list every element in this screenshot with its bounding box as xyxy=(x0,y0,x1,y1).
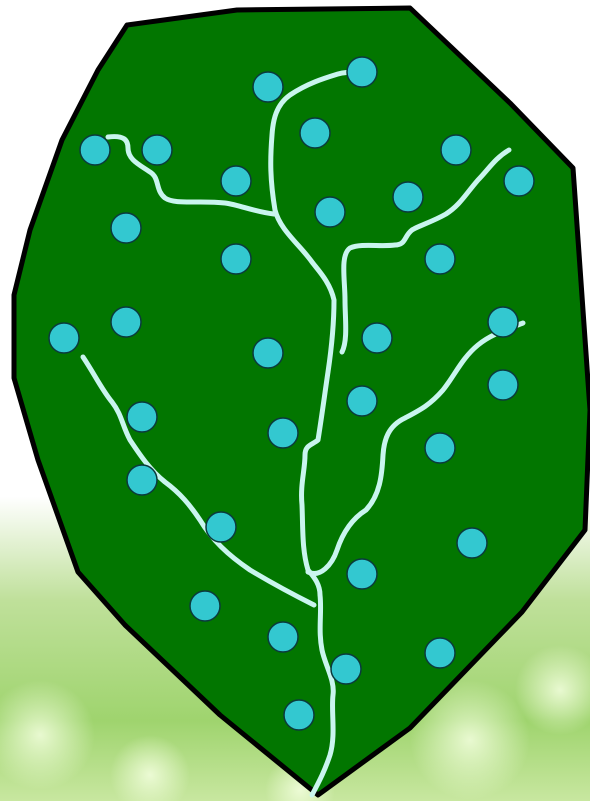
site-marker xyxy=(362,323,392,353)
site-marker xyxy=(347,559,377,589)
site-marker xyxy=(284,700,314,730)
site-marker xyxy=(488,307,518,337)
site-marker xyxy=(142,135,172,165)
site-marker xyxy=(268,418,298,448)
site-marker xyxy=(347,57,377,87)
site-marker xyxy=(221,244,251,274)
site-marker xyxy=(457,528,487,558)
site-marker xyxy=(425,638,455,668)
site-marker xyxy=(127,465,157,495)
site-marker xyxy=(49,323,79,353)
site-marker xyxy=(331,654,361,684)
site-marker xyxy=(425,433,455,463)
site-marker xyxy=(206,512,236,542)
site-marker xyxy=(504,166,534,196)
site-marker xyxy=(347,386,377,416)
site-marker xyxy=(127,402,157,432)
site-marker xyxy=(425,244,455,274)
site-marker xyxy=(393,182,423,212)
site-marker xyxy=(253,338,283,368)
site-marker xyxy=(268,622,298,652)
site-marker xyxy=(315,197,345,227)
site-marker xyxy=(80,135,110,165)
site-marker xyxy=(488,370,518,400)
site-marker xyxy=(300,118,330,148)
site-marker xyxy=(111,213,141,243)
site-marker xyxy=(441,135,471,165)
site-marker xyxy=(253,72,283,102)
site-marker xyxy=(190,591,220,621)
site-marker xyxy=(221,166,251,196)
site-marker xyxy=(111,307,141,337)
